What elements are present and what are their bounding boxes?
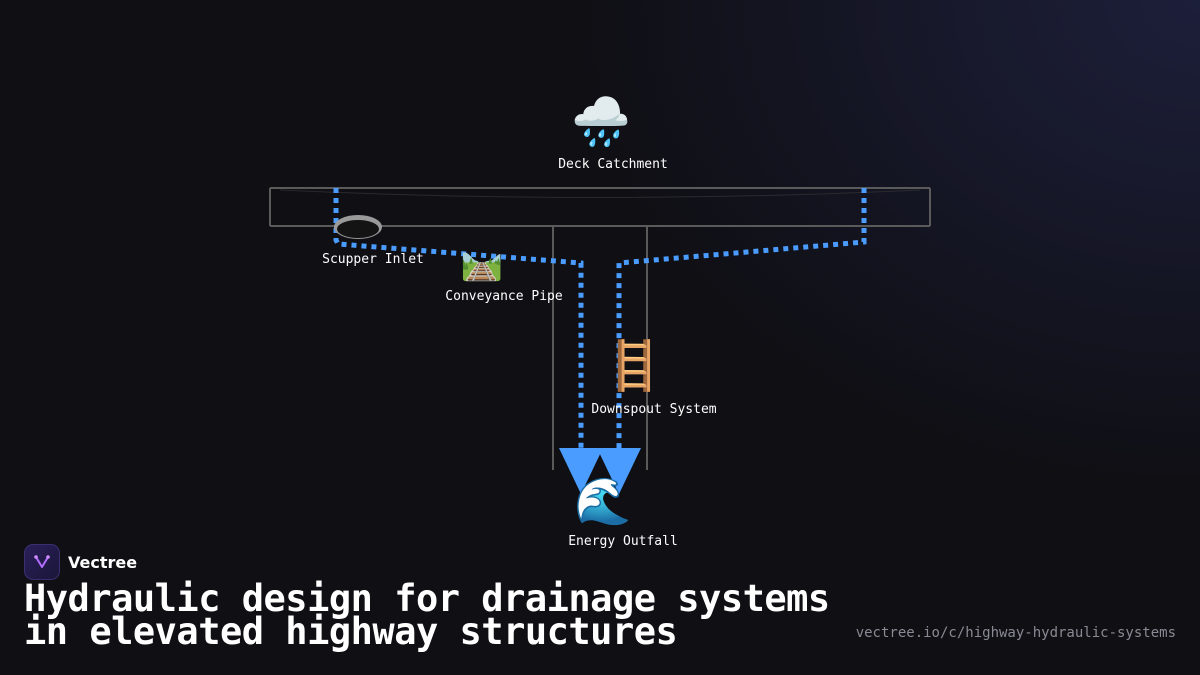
brand: Vectree [24, 544, 137, 580]
page-title: Hydraulic design for drainage systems in… [24, 577, 830, 653]
flow-path-right [616, 188, 867, 450]
railway-track-icon: 🛤️ [460, 243, 504, 283]
pier-columns [552, 226, 648, 470]
conveyance-pipe-label: Conveyance Pipe [445, 289, 563, 304]
downspout-system-label: Downspout System [591, 402, 717, 417]
deck-catchment-label: Deck Catchment [558, 157, 668, 172]
ladder-icon: 🪜 [604, 338, 664, 394]
title-line-1: Hydraulic design for drainage systems [24, 577, 830, 620]
energy-outfall-label: Energy Outfall [568, 534, 678, 549]
hole-icon [334, 215, 382, 239]
source-url[interactable]: vectree.io/c/highway-hydraulic-systems [855, 625, 1176, 641]
brand-name: Vectree [68, 552, 138, 572]
water-wave-icon: 🌊 [574, 474, 632, 528]
title-line-2: in elevated highway structures [24, 610, 678, 653]
scupper-inlet-label: Scupper Inlet [322, 252, 424, 267]
outfall-arrowheads [559, 448, 641, 494]
vectree-logo-icon [24, 544, 60, 580]
rain-cloud-icon: 🌧️ [571, 94, 631, 150]
